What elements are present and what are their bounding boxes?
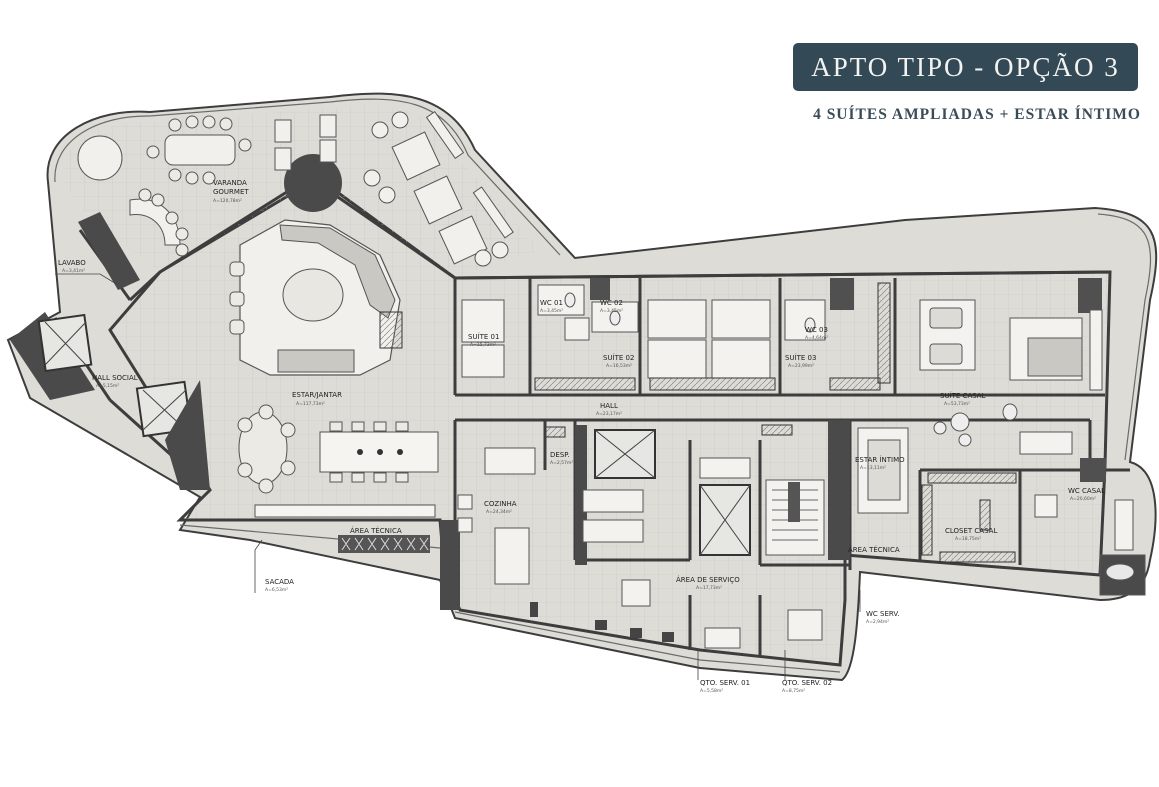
plan-subtitle: 4 SUÍTES AMPLIADAS + ESTAR ÍNTIMO [813,106,1141,123]
room-labels: VARANDA GOURMET A=120,78m² LAVABO A=3,41… [58,179,1105,694]
room-area-hall: A=23,17m² [596,411,622,417]
room-area-suite-03: A=23,99m² [788,363,814,369]
room-area-wc-01: A=3,45m² [540,308,563,314]
room-area-qto-serv-01: A=5,58m² [700,688,723,694]
room-label-estar-jantar: ESTAR/JANTAR [292,391,342,399]
room-label-closet-casal: CLOSET CASAL [945,527,997,535]
room-area-qto-serv-02: A=8,75m² [782,688,805,694]
room-label-area-tecnica-2: ÁREA TÉCNICA [848,545,900,554]
structural-columns [590,278,1106,482]
round-column [284,154,342,212]
room-label-qto-serv-01: QTO. SERV. 01 [700,679,750,687]
room-label-area-tecnica-1: ÁREA TÉCNICA [350,526,402,535]
room-area-hall-social: A=5,15m² [96,383,119,389]
room-area-sacada: A=6,53m² [265,587,288,593]
room-area-area-servico: A=17,73m² [696,585,722,591]
room-label-suite-01: SUÍTE 01 [468,332,499,341]
room-label-estar-intimo: ESTAR ÍNTIMO [855,455,905,464]
room-area-desp: A=2,57m² [550,460,573,466]
room-label-wc-01: WC 01 [540,299,563,307]
room-label-cozinha: COZINHA [484,500,517,508]
room-label-wc-02: WC 02 [600,299,623,307]
room-label-hall-social: HALL SOCIAL [92,374,138,382]
room-area-suite-02: A=16,53m² [606,363,632,369]
room-area-suite-casal: A=53,73m² [944,401,970,407]
room-label-qto-serv-02: QTO. SERV. 02 [782,679,832,687]
room-area-lavabo: A=3,41m² [62,268,85,274]
room-label-wc-serv: WC SERV. [866,610,900,618]
room-label-varanda: VARANDA [213,179,247,187]
room-label-lavabo: LAVABO [58,259,86,267]
room-label-desp: DESP. [550,451,570,459]
room-area-wc-02: A=3,45m² [600,308,623,314]
room-area-wc-03: A=4,64m² [805,335,828,341]
room-area-wc-casal: A=20,60m² [1070,496,1096,502]
room-area-varanda: A=120,78m² [213,198,242,204]
room-label-suite-03: SUÍTE 03 [785,353,816,362]
room-area-closet-casal: A=18,75m² [955,536,981,542]
room-label-area-servico: ÁREA DE SERVIÇO [676,575,740,584]
room-label-sacada: SACADA [265,578,294,586]
tech-grille [338,535,430,553]
room-label-suite-02: SUÍTE 02 [603,353,634,362]
room-label-suite-casal: SUÍTE CASAL [940,391,986,400]
balcony-railing [54,98,561,256]
room-label-hall: HALL [600,402,618,410]
room-area-suite-01: A=15,73m² [470,342,496,348]
room-label-varanda-2: GOURMET [213,188,249,196]
room-label-wc-casal: WC CASAL [1068,487,1105,495]
plan-title: APTO TIPO - OPÇÃO 3 [793,43,1138,91]
room-area-cozinha: A=24,34m² [486,509,512,515]
room-label-wc-03: WC 03 [805,326,828,334]
room-area-estar-jantar: A=117,73m² [296,401,325,407]
room-area-estar-intimo: A=13,11m² [860,465,886,471]
room-area-wc-serv: A=2,94m² [866,619,889,625]
